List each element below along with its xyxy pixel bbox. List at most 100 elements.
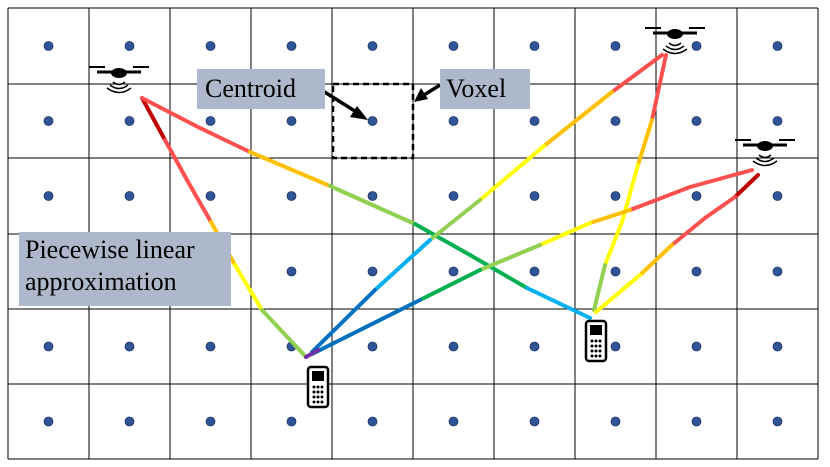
drone-icon bbox=[645, 27, 705, 55]
ray-segment bbox=[688, 168, 754, 189]
ray-segment bbox=[628, 185, 692, 212]
ray-segment bbox=[670, 216, 707, 247]
ray-segment bbox=[542, 90, 614, 148]
centroid-dot bbox=[286, 116, 297, 126]
centroid-dot bbox=[772, 416, 783, 427]
centroid-dot bbox=[772, 341, 783, 352]
ray-segment bbox=[636, 118, 654, 167]
ray-segment bbox=[592, 263, 607, 312]
centroid-dot bbox=[691, 116, 702, 126]
centroid-dot bbox=[205, 416, 216, 427]
phone-icon bbox=[584, 319, 608, 363]
centroid-dot bbox=[367, 416, 378, 427]
centroid-dot bbox=[205, 41, 216, 51]
centroid-dot bbox=[448, 341, 459, 352]
ray-segment bbox=[310, 298, 422, 356]
ray-segment bbox=[638, 243, 674, 277]
ray-segment bbox=[304, 348, 320, 359]
centroid-dot bbox=[124, 116, 135, 126]
centroid-dot bbox=[205, 341, 216, 352]
centroid-dot bbox=[772, 191, 783, 201]
centroid-dot bbox=[691, 191, 702, 201]
centroid-dot bbox=[367, 41, 378, 51]
piecewise-label-line2: approximation bbox=[25, 267, 177, 296]
ray-segment bbox=[594, 273, 642, 314]
centroid-dot bbox=[43, 41, 54, 51]
centroid-dot bbox=[610, 341, 621, 352]
centroid-dot bbox=[286, 266, 297, 277]
ray-segment bbox=[310, 288, 377, 354]
centroid-dot bbox=[691, 266, 702, 277]
centroid-dot bbox=[691, 41, 702, 51]
ray-segment bbox=[418, 268, 482, 302]
centroid-dot bbox=[367, 116, 378, 126]
centroid-dot bbox=[367, 341, 378, 352]
centroid-dot bbox=[448, 191, 459, 201]
ray-segment bbox=[703, 195, 737, 220]
centroid-dot bbox=[286, 41, 297, 51]
ray-segment bbox=[233, 263, 264, 312]
signal-rays bbox=[140, 53, 760, 359]
ray-segment bbox=[468, 253, 529, 290]
ray-segment bbox=[260, 308, 308, 359]
centroid-dot bbox=[286, 416, 297, 427]
centroid-dot bbox=[367, 266, 378, 277]
centroid-dot bbox=[205, 191, 216, 201]
centroid-dot bbox=[610, 266, 621, 277]
centroid-dot bbox=[529, 416, 540, 427]
centroid-dot bbox=[124, 191, 135, 201]
ray-segment bbox=[478, 144, 546, 202]
centroid-dot bbox=[43, 191, 54, 201]
centroid-dot bbox=[529, 266, 540, 277]
centroid-dot bbox=[691, 341, 702, 352]
ray-segment bbox=[163, 138, 189, 182]
centroid-dot bbox=[448, 416, 459, 427]
ray-segment bbox=[428, 198, 482, 242]
ray-segment bbox=[328, 184, 417, 226]
centroid-dot bbox=[529, 116, 540, 126]
centroid-dot bbox=[205, 116, 216, 126]
centroid-dot bbox=[610, 41, 621, 51]
ray-segment bbox=[525, 286, 592, 320]
centroid-dot bbox=[124, 41, 135, 51]
centroid-dot bbox=[367, 191, 378, 201]
ray-segment bbox=[478, 243, 542, 272]
centroid-dot bbox=[529, 341, 540, 352]
centroid-dot bbox=[124, 341, 135, 352]
centroid-dot bbox=[43, 416, 54, 427]
ray-segment bbox=[185, 178, 213, 224]
centroid-dot bbox=[610, 191, 621, 201]
drone-icon bbox=[735, 139, 795, 167]
piecewise-label-line1: Piecewise linear bbox=[25, 235, 195, 264]
centroid-dot bbox=[529, 191, 540, 201]
centroid-dot bbox=[43, 341, 54, 352]
ray-segment bbox=[650, 53, 668, 122]
piecewise-approximation-label: Piecewise linear approximation bbox=[19, 232, 231, 306]
centroid-dot bbox=[448, 266, 459, 277]
ray-segment bbox=[140, 96, 202, 130]
centroid-dot bbox=[286, 191, 297, 201]
phone-icon bbox=[306, 365, 330, 409]
ray-segment bbox=[413, 222, 472, 257]
centroid-dot bbox=[691, 416, 702, 427]
ray-segment bbox=[588, 208, 632, 225]
ray-segment bbox=[140, 96, 167, 142]
ray-segment bbox=[733, 173, 760, 199]
drone-icon bbox=[89, 66, 149, 94]
centroid-dot bbox=[43, 116, 54, 126]
ray-segment bbox=[198, 126, 252, 154]
ray-segment bbox=[538, 221, 592, 247]
voxel-label: Voxel bbox=[440, 69, 530, 109]
centroid-dot bbox=[610, 116, 621, 126]
centroid-dot bbox=[529, 41, 540, 51]
highlighted-voxel bbox=[331, 82, 415, 160]
centroid-label: Centroid bbox=[197, 69, 325, 109]
ray-segment bbox=[373, 238, 432, 292]
centroid-dot bbox=[124, 416, 135, 427]
centroid-dot bbox=[448, 116, 459, 126]
centroid-dot bbox=[610, 416, 621, 427]
centroid-dot bbox=[448, 41, 459, 51]
centroid-dot bbox=[772, 266, 783, 277]
ray-segment bbox=[248, 150, 332, 188]
